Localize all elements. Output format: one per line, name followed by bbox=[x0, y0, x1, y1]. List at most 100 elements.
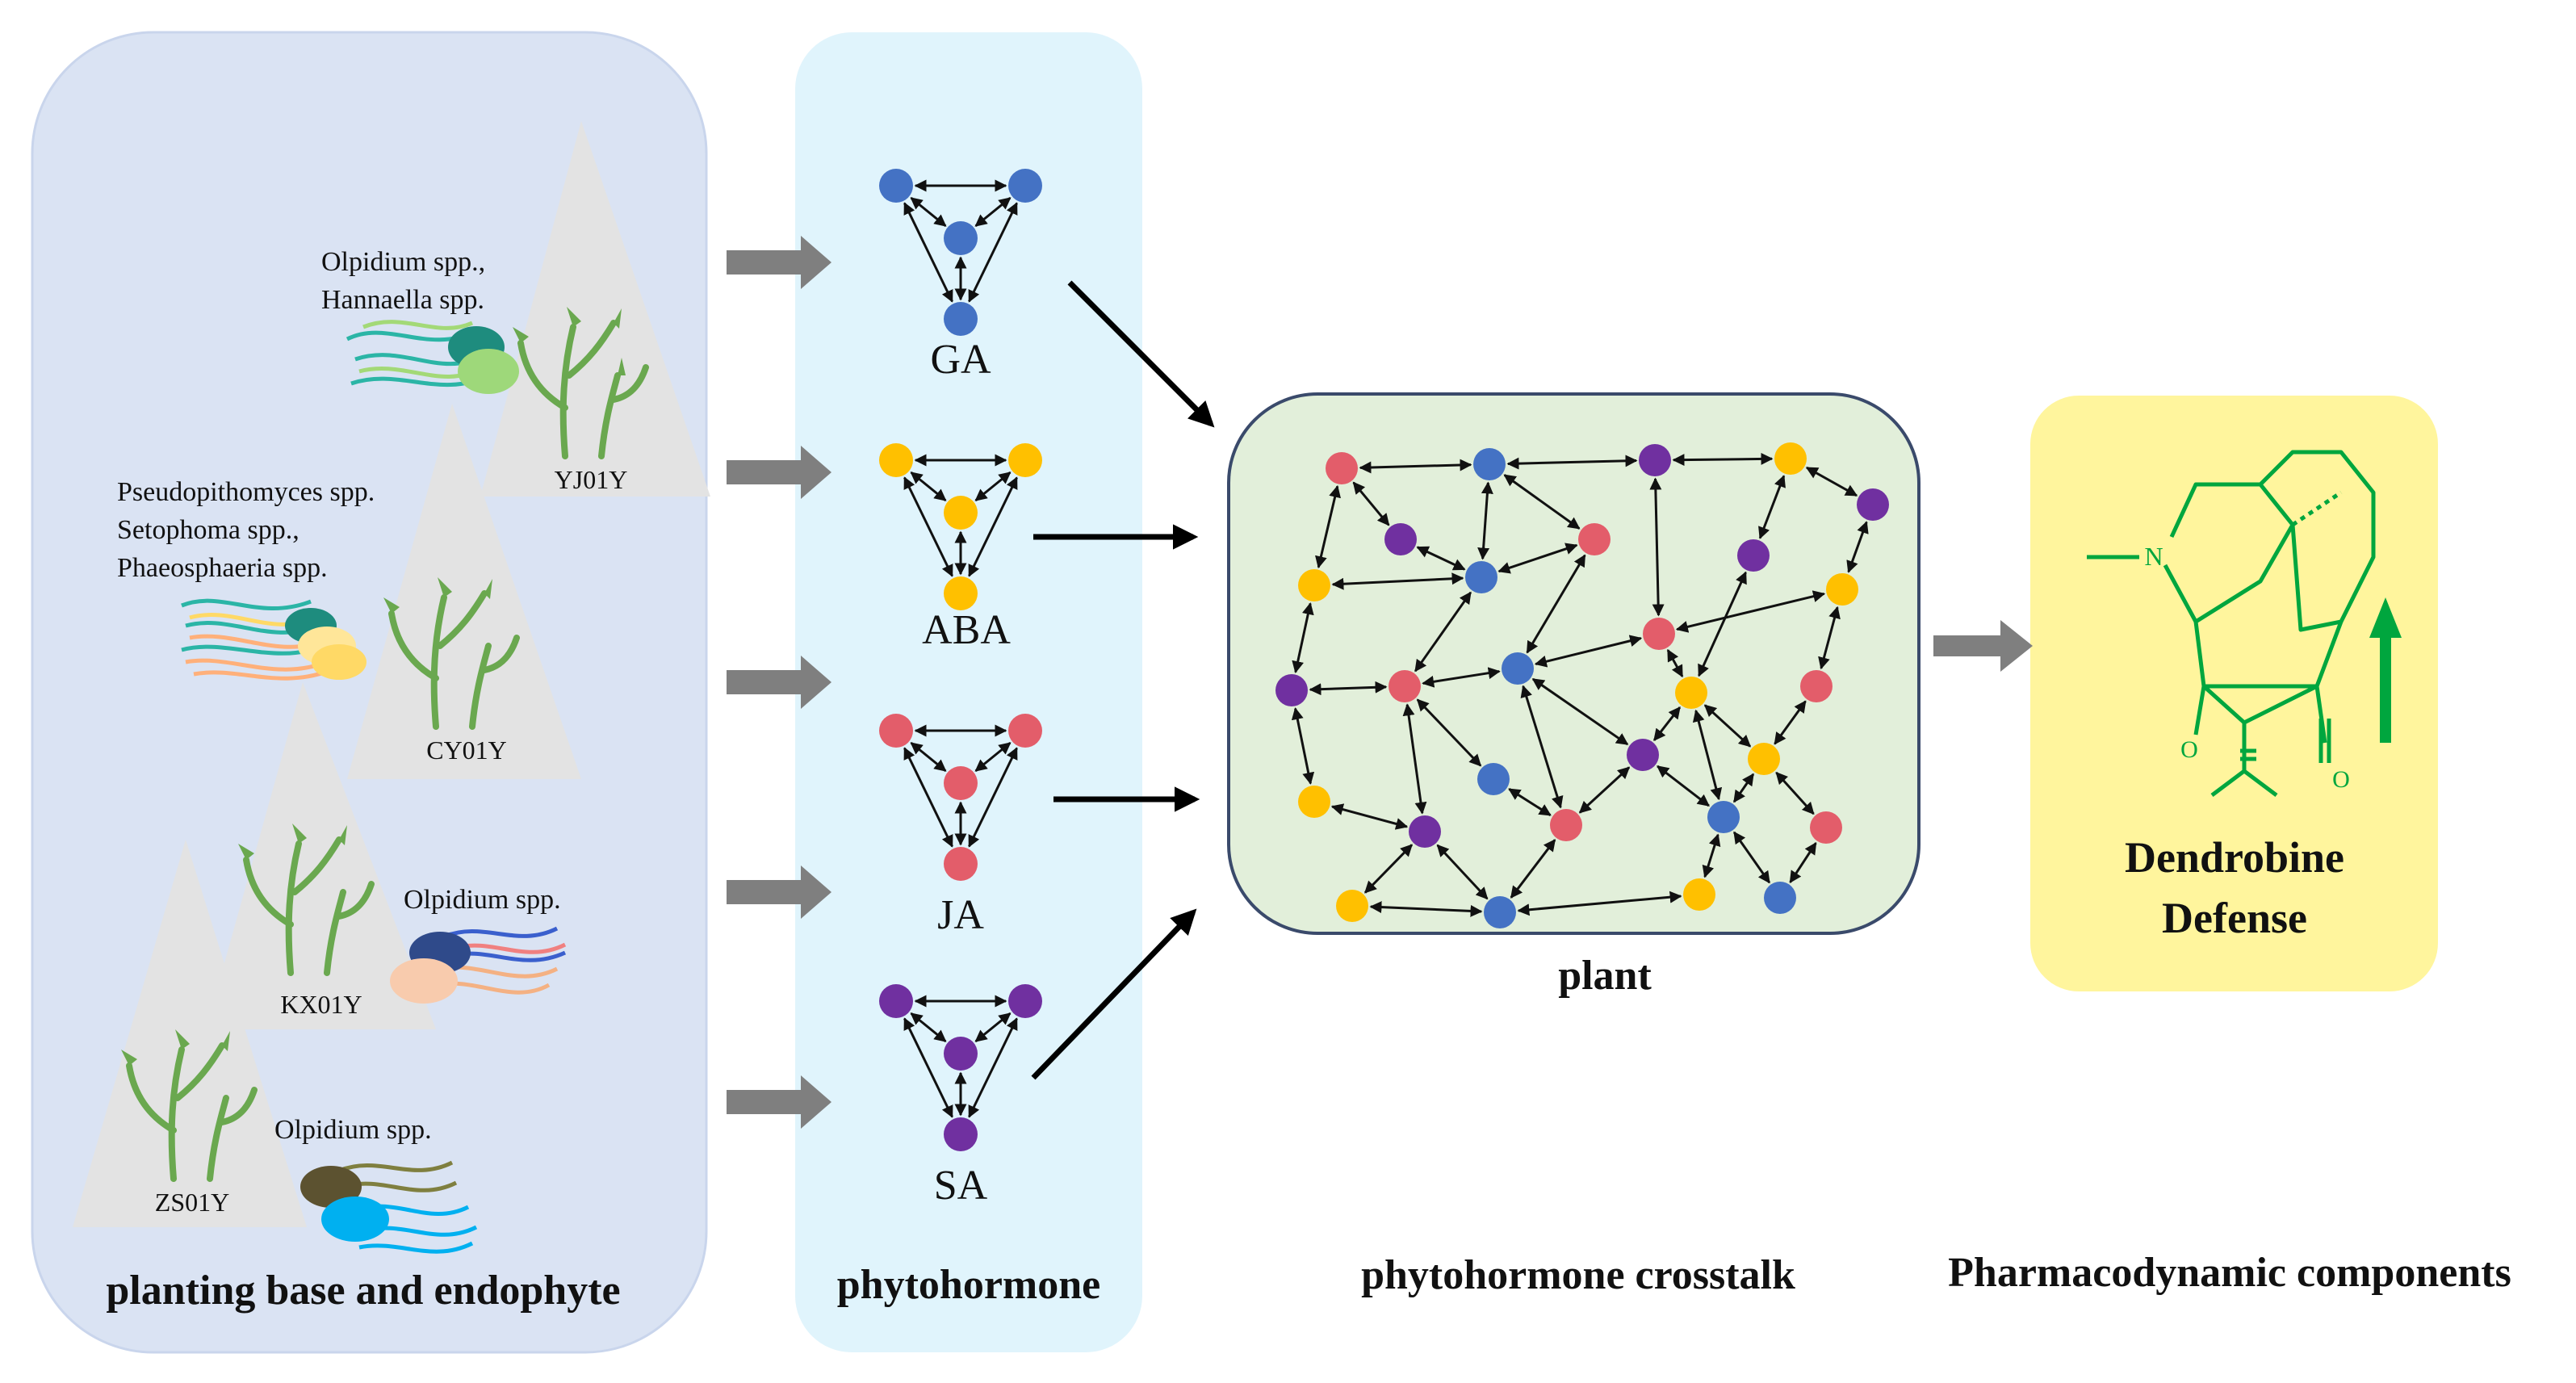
network-node bbox=[1707, 801, 1740, 833]
hormone-label-sa: SA bbox=[934, 1163, 988, 1209]
network-edge bbox=[1805, 466, 1858, 497]
hormone-motifs bbox=[879, 169, 1042, 1151]
network-node bbox=[1748, 743, 1780, 775]
phytohormone-panel-title: phytohormone bbox=[837, 1262, 1100, 1308]
gray-arrow-1 bbox=[727, 236, 831, 289]
motif-node bbox=[1008, 169, 1042, 203]
site-label-zs01y: ZS01Y bbox=[155, 1188, 229, 1217]
gray-arrow-3 bbox=[727, 656, 831, 709]
motif-node bbox=[944, 496, 978, 530]
plant-kx01y bbox=[238, 824, 375, 976]
motif-edge bbox=[968, 747, 1018, 848]
network-edge bbox=[1774, 700, 1807, 745]
motif-ja bbox=[879, 714, 1042, 881]
network-node bbox=[1826, 573, 1858, 606]
network-edge bbox=[1315, 484, 1341, 569]
planting-sites bbox=[73, 121, 710, 1254]
mountain-cy01y bbox=[347, 404, 581, 779]
network-edge bbox=[1506, 455, 1638, 470]
network-edge bbox=[1291, 707, 1315, 785]
network-edge bbox=[1520, 685, 1564, 809]
arrow-ga-to-plant bbox=[1067, 280, 1215, 428]
network-edge bbox=[1309, 681, 1388, 696]
motif-node bbox=[1008, 443, 1042, 477]
motif-edge bbox=[968, 202, 1018, 303]
network-edge bbox=[1789, 841, 1817, 884]
network-edge bbox=[1666, 648, 1684, 678]
phytohormone-panel bbox=[795, 32, 1142, 1352]
endophyte-cy01y-line3: Phaeosphaeria spp. bbox=[117, 553, 328, 583]
components-title: Pharmacodynamic components bbox=[1948, 1250, 2511, 1296]
motif-sa bbox=[879, 984, 1042, 1151]
endophyte-cy01y-line1: Pseudopithomyces spp. bbox=[117, 477, 375, 507]
network-edge bbox=[1416, 546, 1466, 571]
network-edge bbox=[1517, 891, 1682, 916]
network-edge bbox=[1414, 591, 1472, 673]
network-edge bbox=[1402, 703, 1427, 815]
endophyte-zs01y: Olpidium spp. bbox=[274, 1115, 432, 1145]
network-node bbox=[1627, 739, 1659, 771]
motif-node bbox=[944, 1117, 978, 1151]
motif-edge bbox=[968, 476, 1018, 577]
plant-cy01y bbox=[383, 577, 520, 730]
network-edge bbox=[1649, 477, 1665, 617]
network-node bbox=[1298, 786, 1330, 818]
network-node bbox=[1275, 674, 1308, 706]
hormone-label-ga: GA bbox=[930, 337, 991, 383]
plant-yj01y bbox=[513, 307, 649, 459]
gray-arrow-4 bbox=[727, 865, 831, 919]
motif-edge bbox=[968, 1017, 1018, 1118]
motif-node bbox=[879, 443, 913, 477]
network-node bbox=[1336, 890, 1368, 922]
hormone-label-ja: JA bbox=[937, 892, 984, 938]
motif-node bbox=[944, 847, 978, 881]
network-node bbox=[1800, 670, 1833, 702]
network-node bbox=[1465, 561, 1497, 593]
endophyte-yj01y-line1: Olpidium spp., bbox=[321, 247, 485, 277]
endophyte-cy01y-line2: Setophoma spp., bbox=[117, 515, 299, 545]
network-node bbox=[1683, 878, 1715, 911]
network-edge bbox=[1359, 459, 1472, 474]
mountain-yj01y bbox=[480, 121, 710, 497]
network-node bbox=[1326, 452, 1358, 484]
network-node bbox=[1502, 652, 1534, 685]
black-arrows bbox=[1031, 280, 1215, 1080]
network-edge bbox=[1364, 844, 1413, 894]
motif-node bbox=[944, 221, 978, 255]
endophyte-icon-zs01y bbox=[300, 1160, 478, 1254]
arrow-sa-to-plant bbox=[1031, 908, 1197, 1080]
motif-node bbox=[944, 1037, 978, 1071]
mountain-kx01y bbox=[206, 682, 436, 1029]
network-node bbox=[1675, 677, 1707, 709]
endophyte-icon-yj01y bbox=[346, 320, 519, 394]
site-label-cy01y: CY01Y bbox=[426, 736, 507, 765]
network-edge bbox=[1732, 773, 1755, 803]
network-edge bbox=[1352, 481, 1390, 526]
endophyte-yj01y-line2: Hannaella spp. bbox=[321, 285, 484, 315]
network-node bbox=[1389, 670, 1421, 702]
motif-node bbox=[1008, 714, 1042, 748]
network-edge bbox=[1675, 590, 1826, 633]
network-edge bbox=[1330, 803, 1409, 830]
network-edge bbox=[1578, 766, 1631, 814]
plant-zs01y bbox=[121, 1029, 258, 1182]
dendrobine-panel bbox=[2030, 396, 2438, 991]
network-node bbox=[1578, 523, 1611, 555]
network-edge bbox=[1510, 839, 1556, 899]
network-edge bbox=[1497, 543, 1578, 574]
gray-arrow-5 bbox=[727, 1075, 831, 1129]
molecule-atom-o1: O bbox=[2180, 736, 2198, 763]
molecule-atom-n: N bbox=[2144, 542, 2163, 571]
network-edge bbox=[1692, 709, 1723, 801]
network-node bbox=[1384, 523, 1417, 555]
network-edge bbox=[1508, 788, 1552, 816]
motif-edge bbox=[903, 747, 953, 848]
dendrobine-structure-icon bbox=[2087, 450, 2376, 797]
planting-panel-title: planting base and endophyte bbox=[106, 1268, 620, 1314]
network-edge bbox=[1477, 481, 1493, 560]
network-node bbox=[1409, 815, 1441, 848]
motif-node bbox=[944, 766, 978, 800]
network-node bbox=[1857, 488, 1889, 521]
network-edge bbox=[1292, 602, 1314, 673]
network-edge bbox=[1775, 771, 1815, 815]
